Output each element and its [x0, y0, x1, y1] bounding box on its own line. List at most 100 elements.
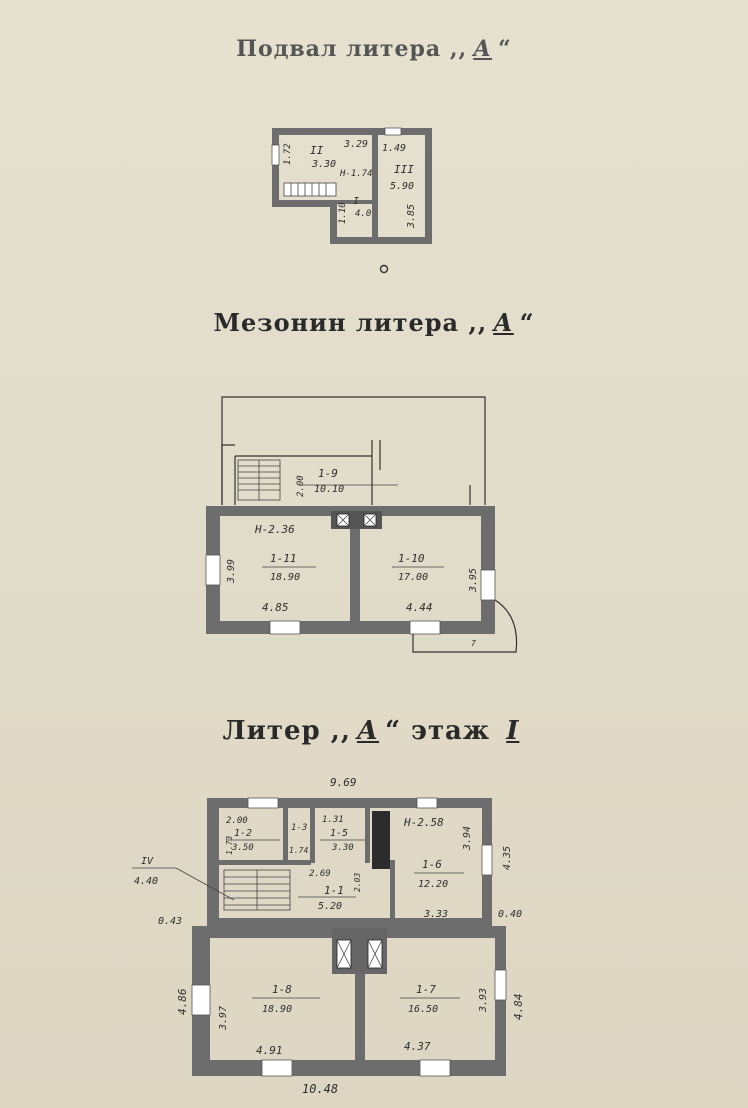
basement-title: Подвал литера ,,А“: [236, 36, 512, 62]
floor1-room-7-side: 3.93: [478, 988, 489, 1013]
floor1-room-6-side: 3.94: [462, 826, 473, 851]
floor1-window-bottom-2: [419, 1059, 451, 1077]
mezzanine-window-left: [205, 554, 221, 586]
floor1-dim-top: 9.69: [330, 776, 357, 789]
floor1-lower-wall: [192, 926, 506, 1076]
mezzanine-outer-wall: [206, 506, 495, 634]
mezzanine-window-right: [480, 569, 496, 601]
mezzanine-room-10-number: 1-10: [398, 552, 425, 565]
floor1-dim-right-top: 4.35: [502, 846, 513, 870]
basement-height: H-1.74: [339, 169, 373, 179]
floor1-stairs: [223, 869, 291, 911]
mezzanine-partition: [350, 516, 360, 621]
mezzanine-dim-10-bottom: 4.44: [406, 601, 433, 614]
floor1-room-5-dim: 1.31: [322, 815, 344, 825]
floor1-room-7-number: 1-7: [416, 983, 436, 996]
floor1-window-top-1: [247, 797, 279, 809]
basement-room-II-number: II: [310, 144, 324, 157]
mezzanine-room-11-number: 1-11: [270, 552, 297, 565]
mezzanine-room-9-area: 10.10: [314, 484, 344, 495]
floor1-wall-4: [390, 860, 395, 918]
mezzanine-window-bottom-right: [409, 620, 441, 635]
floor1-room-8-side: 3.97: [218, 1006, 229, 1031]
floor1-wall-1: [283, 808, 288, 860]
mezzanine-attic-outline: [221, 396, 486, 505]
mezzanine-hall-walls: [234, 440, 471, 505]
mezzanine-balcony: [412, 599, 518, 653]
basement-dim-bottom: 4.0: [355, 209, 371, 219]
mezzanine-room-9-number: 1-9: [318, 467, 338, 480]
floor1-number: I: [506, 716, 520, 746]
floor1-title: Литер ,,А“ этаж I: [0, 716, 748, 746]
floor1-plan: 9.69: [132, 776, 525, 1096]
floor1-window-top-2: [416, 797, 438, 809]
floor1-dim-offset-left: 0.43: [158, 916, 182, 927]
floor1-room-2-side: 1.73: [225, 836, 234, 855]
basement-room-III-number: III: [394, 163, 414, 176]
floor1-room-IV-leader: [175, 867, 235, 901]
floor1-dim-right: 4.84: [512, 994, 525, 1021]
floor1-wc-bottom-wall: [219, 860, 311, 865]
mezzanine-title: Мезонин литера ,,А“: [213, 308, 535, 337]
ring-mark: [379, 264, 389, 274]
mezzanine-dim-10-side: 3.95: [468, 568, 479, 593]
floor1-room-2-area: 3.50: [231, 843, 254, 853]
mezzanine-litera: А: [493, 308, 514, 337]
floor1-window-right-top: [481, 844, 493, 876]
mezzanine-height: H-2.36: [254, 523, 295, 536]
basement-partition-2: [337, 200, 372, 204]
floor1-litera: А: [356, 716, 380, 746]
floor1-room-7-area: 16.50: [408, 1004, 438, 1015]
basement-dim-small: 1.10: [338, 202, 348, 224]
floor1-lower-partition: [355, 938, 365, 1060]
floor1-room-1-number: 1-1: [324, 884, 344, 897]
mezzanine-stairs: [237, 459, 281, 501]
mezzanine-window-bottom-left: [269, 620, 301, 635]
floor1-room-3-number: 1-3: [291, 823, 307, 833]
basement-dim-right: 3.85: [406, 204, 417, 229]
floor1-word: этаж: [411, 716, 491, 746]
floor1-title-text: Литер: [222, 716, 321, 746]
basement-partition: [372, 135, 378, 237]
basement-room-I-number: I: [353, 196, 359, 207]
mezzanine-dim-11-bottom: 4.85: [262, 601, 289, 614]
floor1-room-1-dim: 2.69: [309, 869, 331, 879]
floor1-room-1-area: 5.20: [318, 901, 342, 912]
floor1-room-5-number: 1-5: [330, 828, 348, 839]
mezzanine-dim-11-side: 3.99: [226, 559, 237, 584]
basement-dim-right-top: 1.49: [382, 143, 406, 154]
mezzanine-plan: 1-9 10.10 2.00 7 H-2.36 1-11: [205, 396, 518, 653]
floor1-room-6-bottom: 3.33: [423, 909, 448, 920]
basement-plan: 3.29 II 3.30 1.72 H-1.74 1.49 III 5.90 3…: [271, 127, 432, 274]
mezzanine-attic-wall: [221, 444, 235, 505]
basement-room-III-area: 5.90: [390, 181, 414, 192]
basement-dim-top: 3.29: [343, 139, 368, 150]
floor1-room-6-number: 1-6: [422, 858, 442, 871]
floor1-height: H-2.58: [403, 816, 444, 829]
floor1-room-7-bottom: 4.37: [404, 1040, 431, 1053]
floor1-room-3-area: 1.74: [289, 846, 308, 855]
floor1-room-5-area: 3.30: [331, 843, 354, 853]
floor1-wall-3: [365, 808, 370, 863]
basement-window-left: [271, 144, 280, 166]
floor1-room-2-dim: 2.00: [226, 816, 248, 826]
floor1-room-8-area: 18.90: [262, 1004, 292, 1015]
floor1-room-IV-number: IV: [141, 856, 154, 867]
floor1-room-8-number: 1-8: [272, 983, 292, 996]
floor1-wall-2: [310, 808, 315, 863]
basement-title-text: Подвал литера: [236, 36, 442, 62]
mezzanine-title-text: Мезонин литера: [213, 308, 460, 337]
floor1-room-IV-area: 4.40: [134, 876, 158, 887]
floor1-window-right: [494, 969, 507, 1001]
basement-window-top: [384, 127, 402, 136]
floor1-window-left: [191, 984, 211, 1016]
floor1-stove: [372, 811, 390, 869]
floor1-dim-left: 4.86: [176, 988, 189, 1015]
floor1-room-8-bottom: 4.91: [256, 1044, 283, 1057]
floor1-room-1-side: 2.03: [353, 873, 362, 892]
basement-dim-left: 1.72: [283, 143, 293, 165]
basement-litera: А: [473, 36, 493, 62]
basement-stairs: [283, 182, 337, 197]
